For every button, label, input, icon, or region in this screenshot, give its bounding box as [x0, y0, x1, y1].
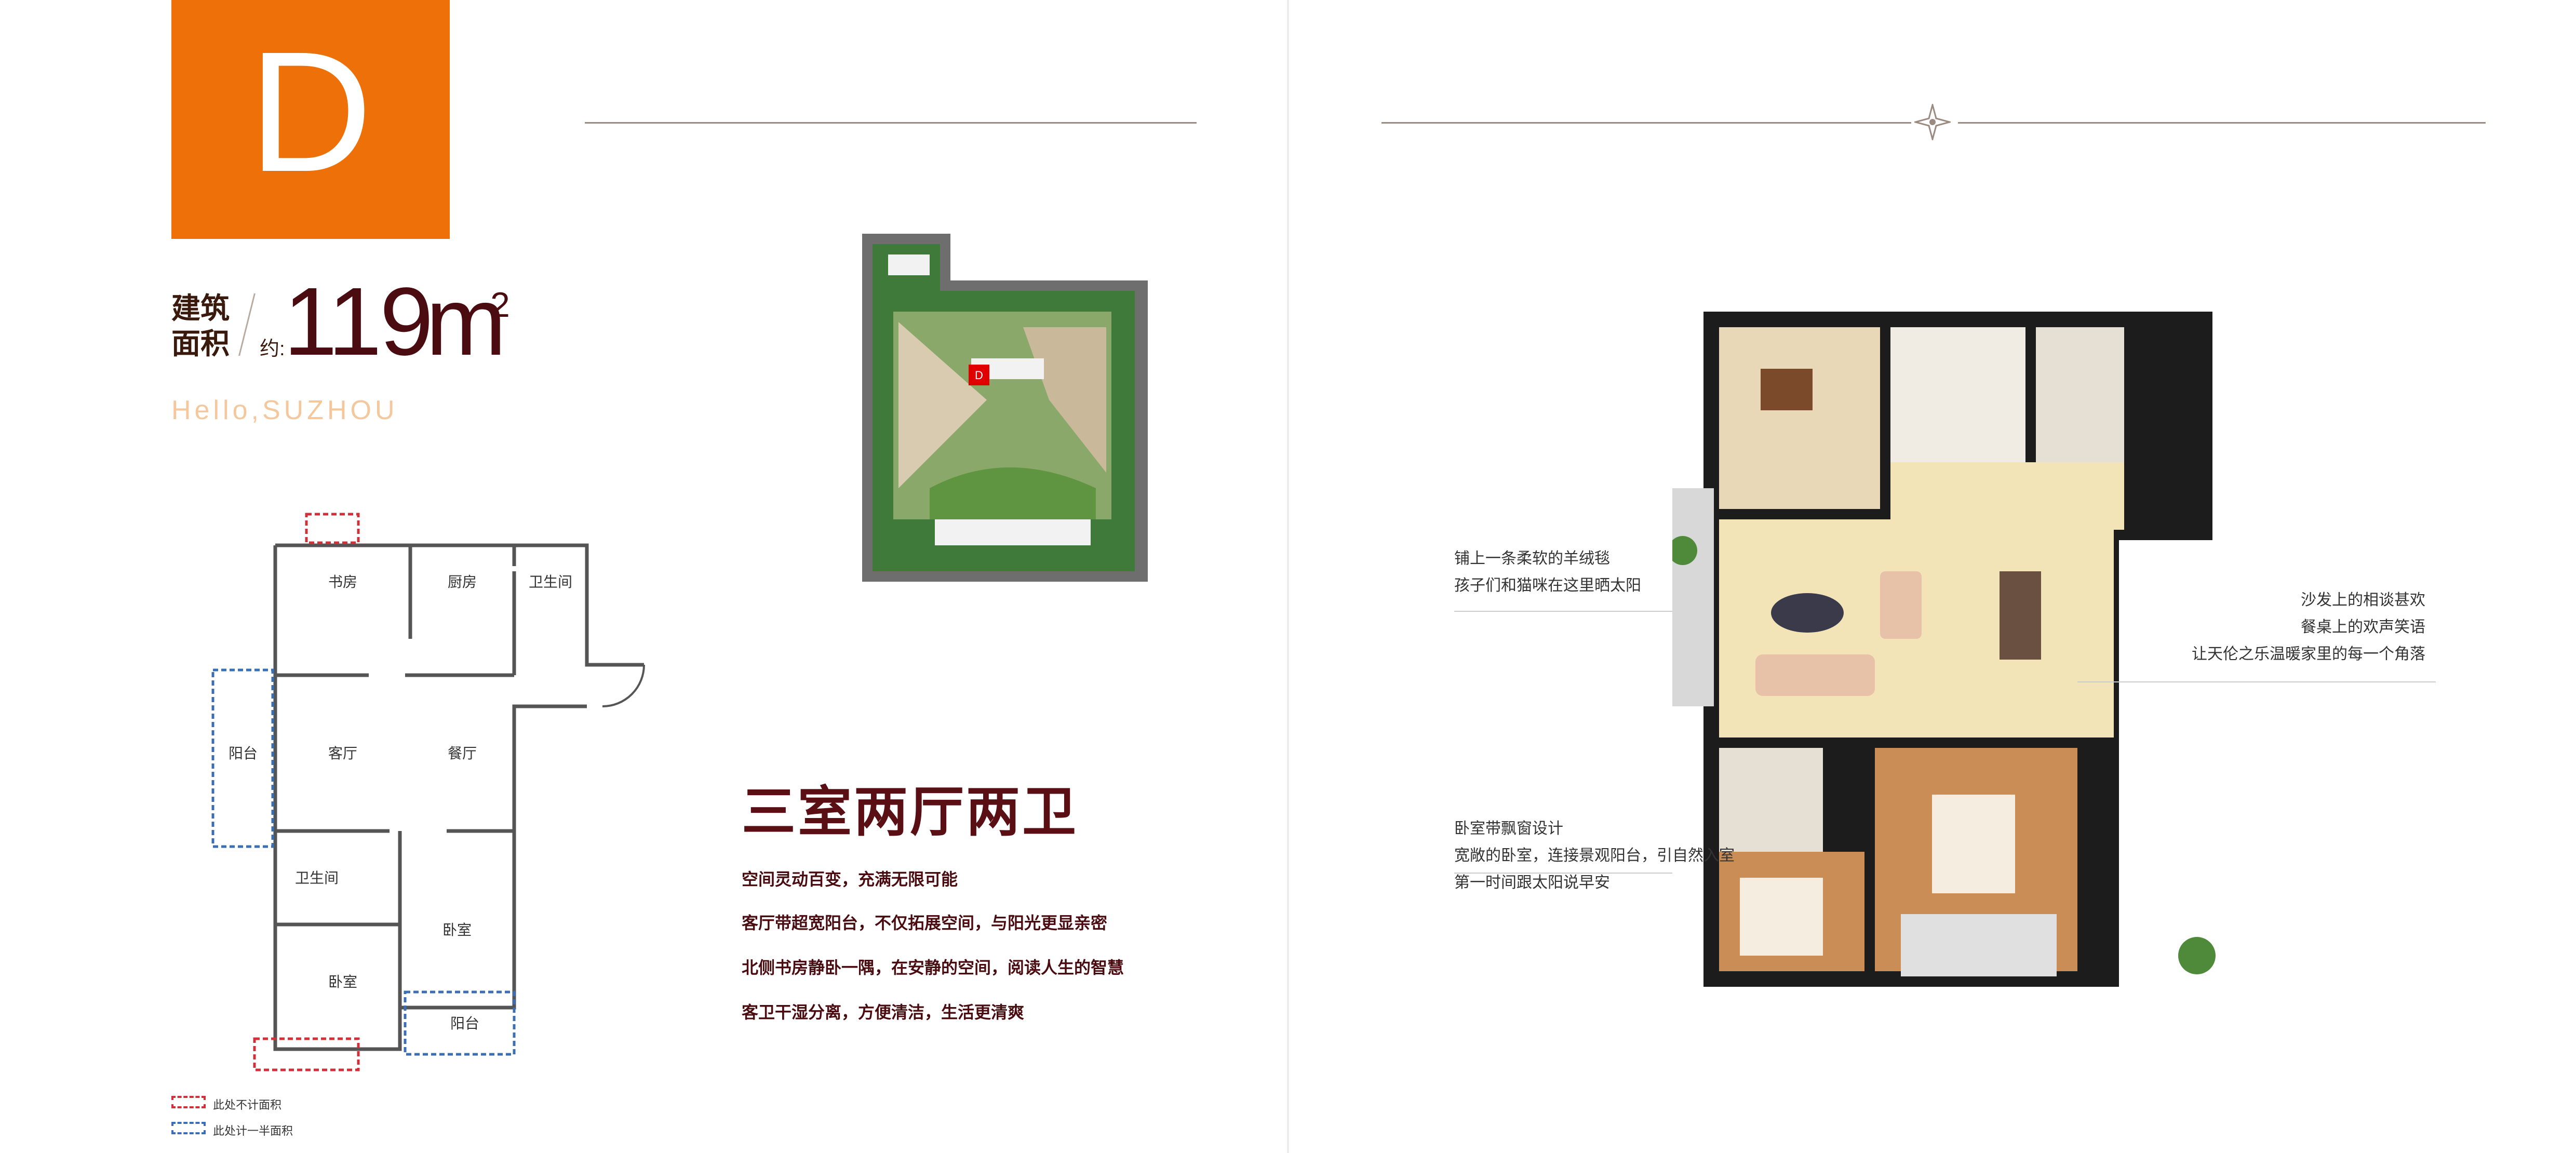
caption-line: 让天伦之乐温暖家里的每一个角落	[2192, 646, 2425, 663]
plan-room-balcony1: 阳台	[229, 745, 258, 761]
plan-room-bedroom2: 卧室	[328, 974, 357, 990]
header-rule-left	[585, 122, 1197, 124]
feature-item: 空间灵动百变，充满无限可能	[742, 870, 958, 889]
site-plan-building-north	[888, 254, 930, 275]
caption-line: 第一时间跟太阳说早安	[1454, 874, 1610, 891]
area-approx: 约:	[260, 338, 285, 360]
legend-swatch-red	[171, 1096, 206, 1108]
site-plan-marker	[969, 365, 989, 385]
furnished-balcony-south	[1901, 914, 2057, 976]
area-label-line1: 建筑	[171, 292, 230, 325]
caption-line-right	[2077, 681, 2436, 682]
layout-headline: 三室两厅两卫	[742, 782, 1079, 842]
caption-line: 宽敞的卧室，连接景观阳台，引自然入室	[1454, 847, 1735, 864]
plan-wall-kitchen	[408, 545, 516, 639]
plan-entry-door	[602, 664, 645, 707]
furnished-armchair	[1880, 571, 1922, 639]
furnished-sofa	[1755, 654, 1875, 696]
plan-bay-window-north	[305, 513, 360, 544]
feature-item: 北侧书房静卧一隅，在安静的空间，阅读人生的智慧	[742, 958, 1124, 977]
furnished-bed-se	[1932, 795, 2015, 893]
area-unit: m	[426, 268, 506, 376]
legend-red-label: 此处不计面积	[213, 1098, 282, 1111]
site-plan-marker-label: D	[975, 369, 983, 382]
plan-wall-row1	[275, 571, 516, 677]
plan-room-bath1: 卫生间	[529, 574, 572, 590]
furnished-bed-sw	[1740, 878, 1823, 956]
plan-room-kitchen: 厨房	[448, 574, 477, 590]
area-label: 建筑 面积	[171, 291, 230, 361]
header-rule-right-b	[1958, 122, 2486, 124]
area-unit-superscript: 2	[490, 285, 510, 325]
plan-balcony-south	[404, 990, 516, 1056]
furnished-coffee-table	[1771, 593, 1844, 633]
feature-item: 客卫干湿分离，方便清洁，生活更清爽	[742, 1003, 1025, 1022]
area-label-line2: 面积	[171, 327, 230, 360]
caption-line-left-top	[1454, 611, 1672, 612]
site-plan-garden	[930, 467, 1096, 519]
page-fold	[1287, 0, 1289, 1153]
plan-room-living: 客厅	[328, 745, 357, 761]
header-rule-right-a	[1381, 122, 1911, 124]
unit-type-badge: D	[171, 0, 450, 239]
plan-room-dining: 餐厅	[448, 745, 477, 761]
plan-room-bath2: 卫生间	[295, 870, 339, 886]
furnished-kitchen	[1890, 327, 2025, 462]
plan-balcony-west	[211, 668, 274, 848]
furnished-dining-table	[2000, 571, 2041, 660]
furnished-bath1	[2036, 327, 2124, 462]
caption-balcony: 铺上一条柔软的羊绒毯 孩子们和猫咪在这里晒太阳	[1454, 545, 1641, 599]
plan-room-bedroom1: 卧室	[442, 922, 472, 938]
furnished-bath2	[1719, 748, 1823, 852]
caption-line: 卧室带飘窗设计	[1454, 820, 1563, 837]
legend-blue-label: 此处计一半面积	[213, 1124, 293, 1137]
hello-tagline: Hello,SUZHOU	[171, 395, 398, 425]
feature-item: 客厅带超宽阳台，不仅拓展空间，与阳光更显亲密	[742, 914, 1108, 932]
site-plan-building-south	[935, 519, 1091, 545]
compass-star-icon	[1914, 104, 1951, 140]
plan-room-balcony2: 阳台	[450, 1015, 479, 1031]
caption-line-left-bottom	[1454, 873, 1672, 874]
area-divider	[238, 293, 256, 356]
furnished-plant-icon	[1672, 536, 1697, 565]
caption-bedroom: 卧室带飘窗设计 宽敞的卧室，连接景观阳台，引自然入室 第一时间跟太阳说早安	[1454, 815, 1735, 896]
site-plan-plaza-left	[898, 322, 987, 488]
caption-line: 餐桌上的欢声笑语	[2301, 619, 2425, 636]
plan-outer-wall	[273, 543, 644, 1051]
caption-line: 孩子们和猫咪在这里晒太阳	[1454, 577, 1641, 594]
furnished-desk	[1761, 369, 1813, 410]
furnished-balcony-west	[1672, 488, 1714, 706]
furnished-study	[1719, 327, 1880, 509]
caption-living: 沙发上的相谈甚欢 餐桌上的欢声笑语 让天伦之乐温暖家里的每一个角落	[2129, 587, 2425, 668]
furnished-plant-icon	[2178, 937, 2216, 974]
furnished-hallway	[1890, 462, 2124, 530]
caption-line: 铺上一条柔软的羊绒毯	[1454, 550, 1610, 567]
caption-line: 沙发上的相谈甚欢	[2301, 592, 2425, 609]
area-value: 119	[284, 268, 434, 376]
line-floor-plan: 书房 厨房 卫生间 阳台 客厅 餐厅 卫生间 卧室 卧室 阳台	[211, 513, 645, 1071]
furnished-floor-plan	[1672, 312, 2216, 987]
plan-room-study: 书房	[328, 574, 357, 590]
plan-bay-window-south	[253, 1037, 360, 1071]
plan-wall-row2	[275, 829, 514, 1008]
legend-swatch-blue	[171, 1122, 206, 1134]
site-plan: D	[862, 234, 1148, 582]
